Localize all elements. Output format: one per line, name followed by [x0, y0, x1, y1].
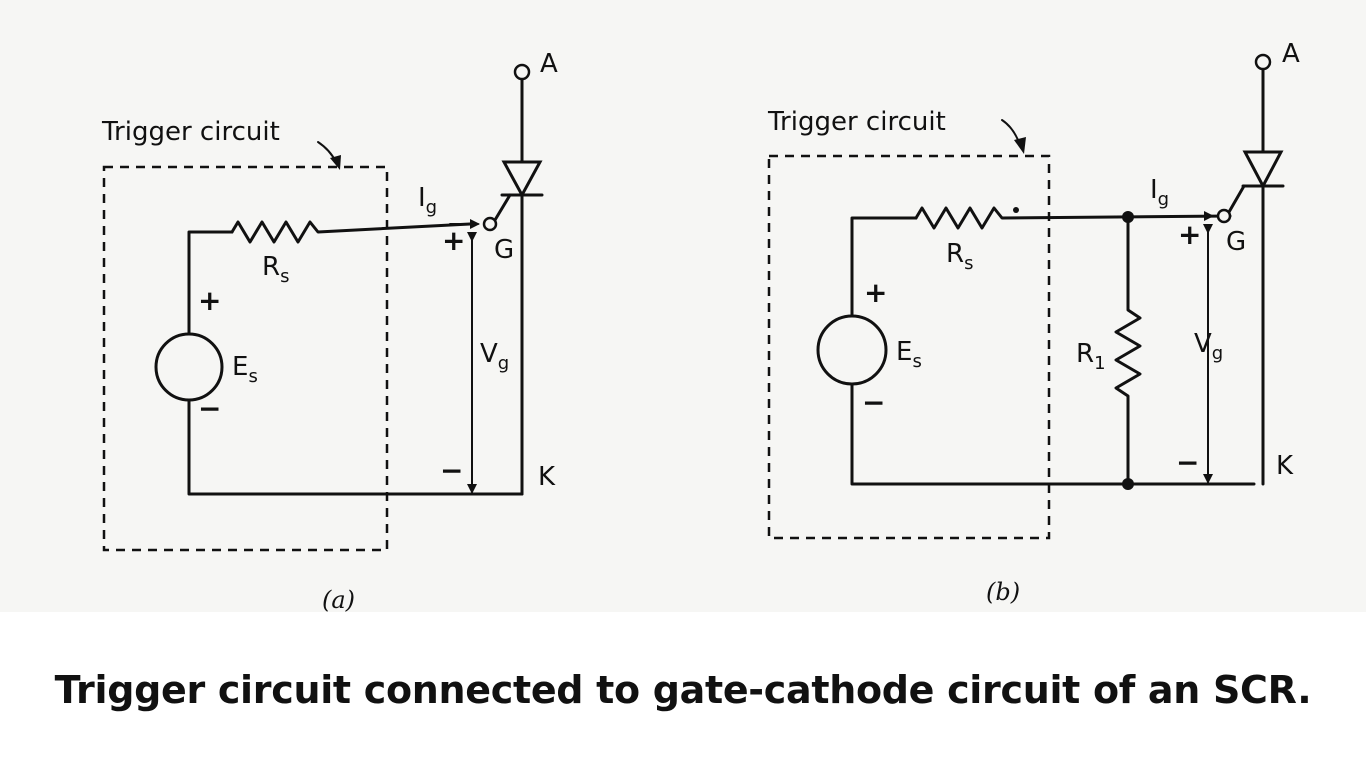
vg-label-a: Vg — [480, 339, 509, 374]
es-label-b: Es — [896, 337, 922, 372]
vg-label-b: Vg — [1194, 329, 1223, 364]
panel-b: Trigger circuit + − Es Rs R1 Ig G A K — [767, 39, 1300, 606]
trigger-circuit-label-b: Trigger circuit — [767, 107, 946, 137]
trigger-circuit-box-b — [767, 154, 1051, 540]
wire-top-left-b — [850, 216, 918, 318]
anode-label-b: A — [1282, 39, 1300, 69]
circuit-diagram-svg: Trigger circuit + − Es Rs Ig G A K + − V… — [101, 39, 1300, 612]
vg-minus-b: − — [1176, 446, 1199, 479]
ig-label-b: Ig — [1150, 175, 1169, 210]
resistor-rs-b — [914, 206, 1232, 230]
cathode-label-a: K — [538, 462, 556, 492]
gate-label-b: G — [1226, 227, 1246, 257]
es-minus-b: − — [862, 386, 885, 419]
scr-thyristor-a — [501, 160, 543, 199]
resistor-rs-a — [230, 220, 472, 244]
source-es-a — [154, 332, 224, 402]
anode-terminal-b — [1254, 53, 1272, 71]
es-plus-b: + — [864, 276, 887, 309]
panel-a: Trigger circuit + − Es Rs Ig G A K + − V… — [101, 49, 558, 612]
gate-lead-b — [1227, 184, 1246, 214]
r1-label-b: R1 — [1076, 339, 1106, 374]
wire-bottom-b — [850, 382, 1256, 486]
rs-label-a: Rs — [262, 252, 289, 287]
trigger-pointer-head-a — [330, 155, 341, 170]
anode-label-a: A — [540, 49, 558, 79]
gate-terminal-a — [482, 216, 498, 232]
anode-terminal-a — [513, 63, 531, 81]
trigger-circuit-box-a — [102, 165, 389, 552]
es-minus-a: − — [198, 392, 221, 425]
trigger-pointer-head-b — [1014, 137, 1026, 154]
gate-lead-a — [493, 193, 512, 222]
vg-minus-a: − — [440, 454, 463, 487]
circuit-figure: Trigger circuit + − Es Rs Ig G A K + − V… — [0, 0, 1366, 612]
figure-caption: Trigger circuit connected to gate-cathod… — [54, 668, 1312, 712]
gate-terminal-b — [1216, 208, 1232, 224]
cathode-label-b: K — [1276, 451, 1294, 481]
rs-dot-b — [1013, 207, 1019, 213]
rs-label-b: Rs — [946, 239, 973, 274]
wire-bottom-a — [187, 398, 524, 496]
scr-thyristor-b — [1242, 150, 1284, 190]
caption-a: (a) — [322, 586, 355, 612]
resistor-r1-b — [1114, 215, 1142, 486]
ig-label-a: Ig — [418, 183, 437, 218]
trigger-circuit-label-a: Trigger circuit — [101, 117, 280, 147]
source-es-b — [816, 314, 888, 386]
wire-top-left-a — [187, 230, 234, 336]
vg-plus-a: + — [442, 224, 465, 257]
es-label-a: Es — [232, 352, 258, 387]
caption-b: (b) — [986, 578, 1020, 606]
vg-plus-b: + — [1178, 218, 1201, 251]
es-plus-a: + — [198, 284, 221, 317]
gate-label-a: G — [494, 235, 514, 265]
